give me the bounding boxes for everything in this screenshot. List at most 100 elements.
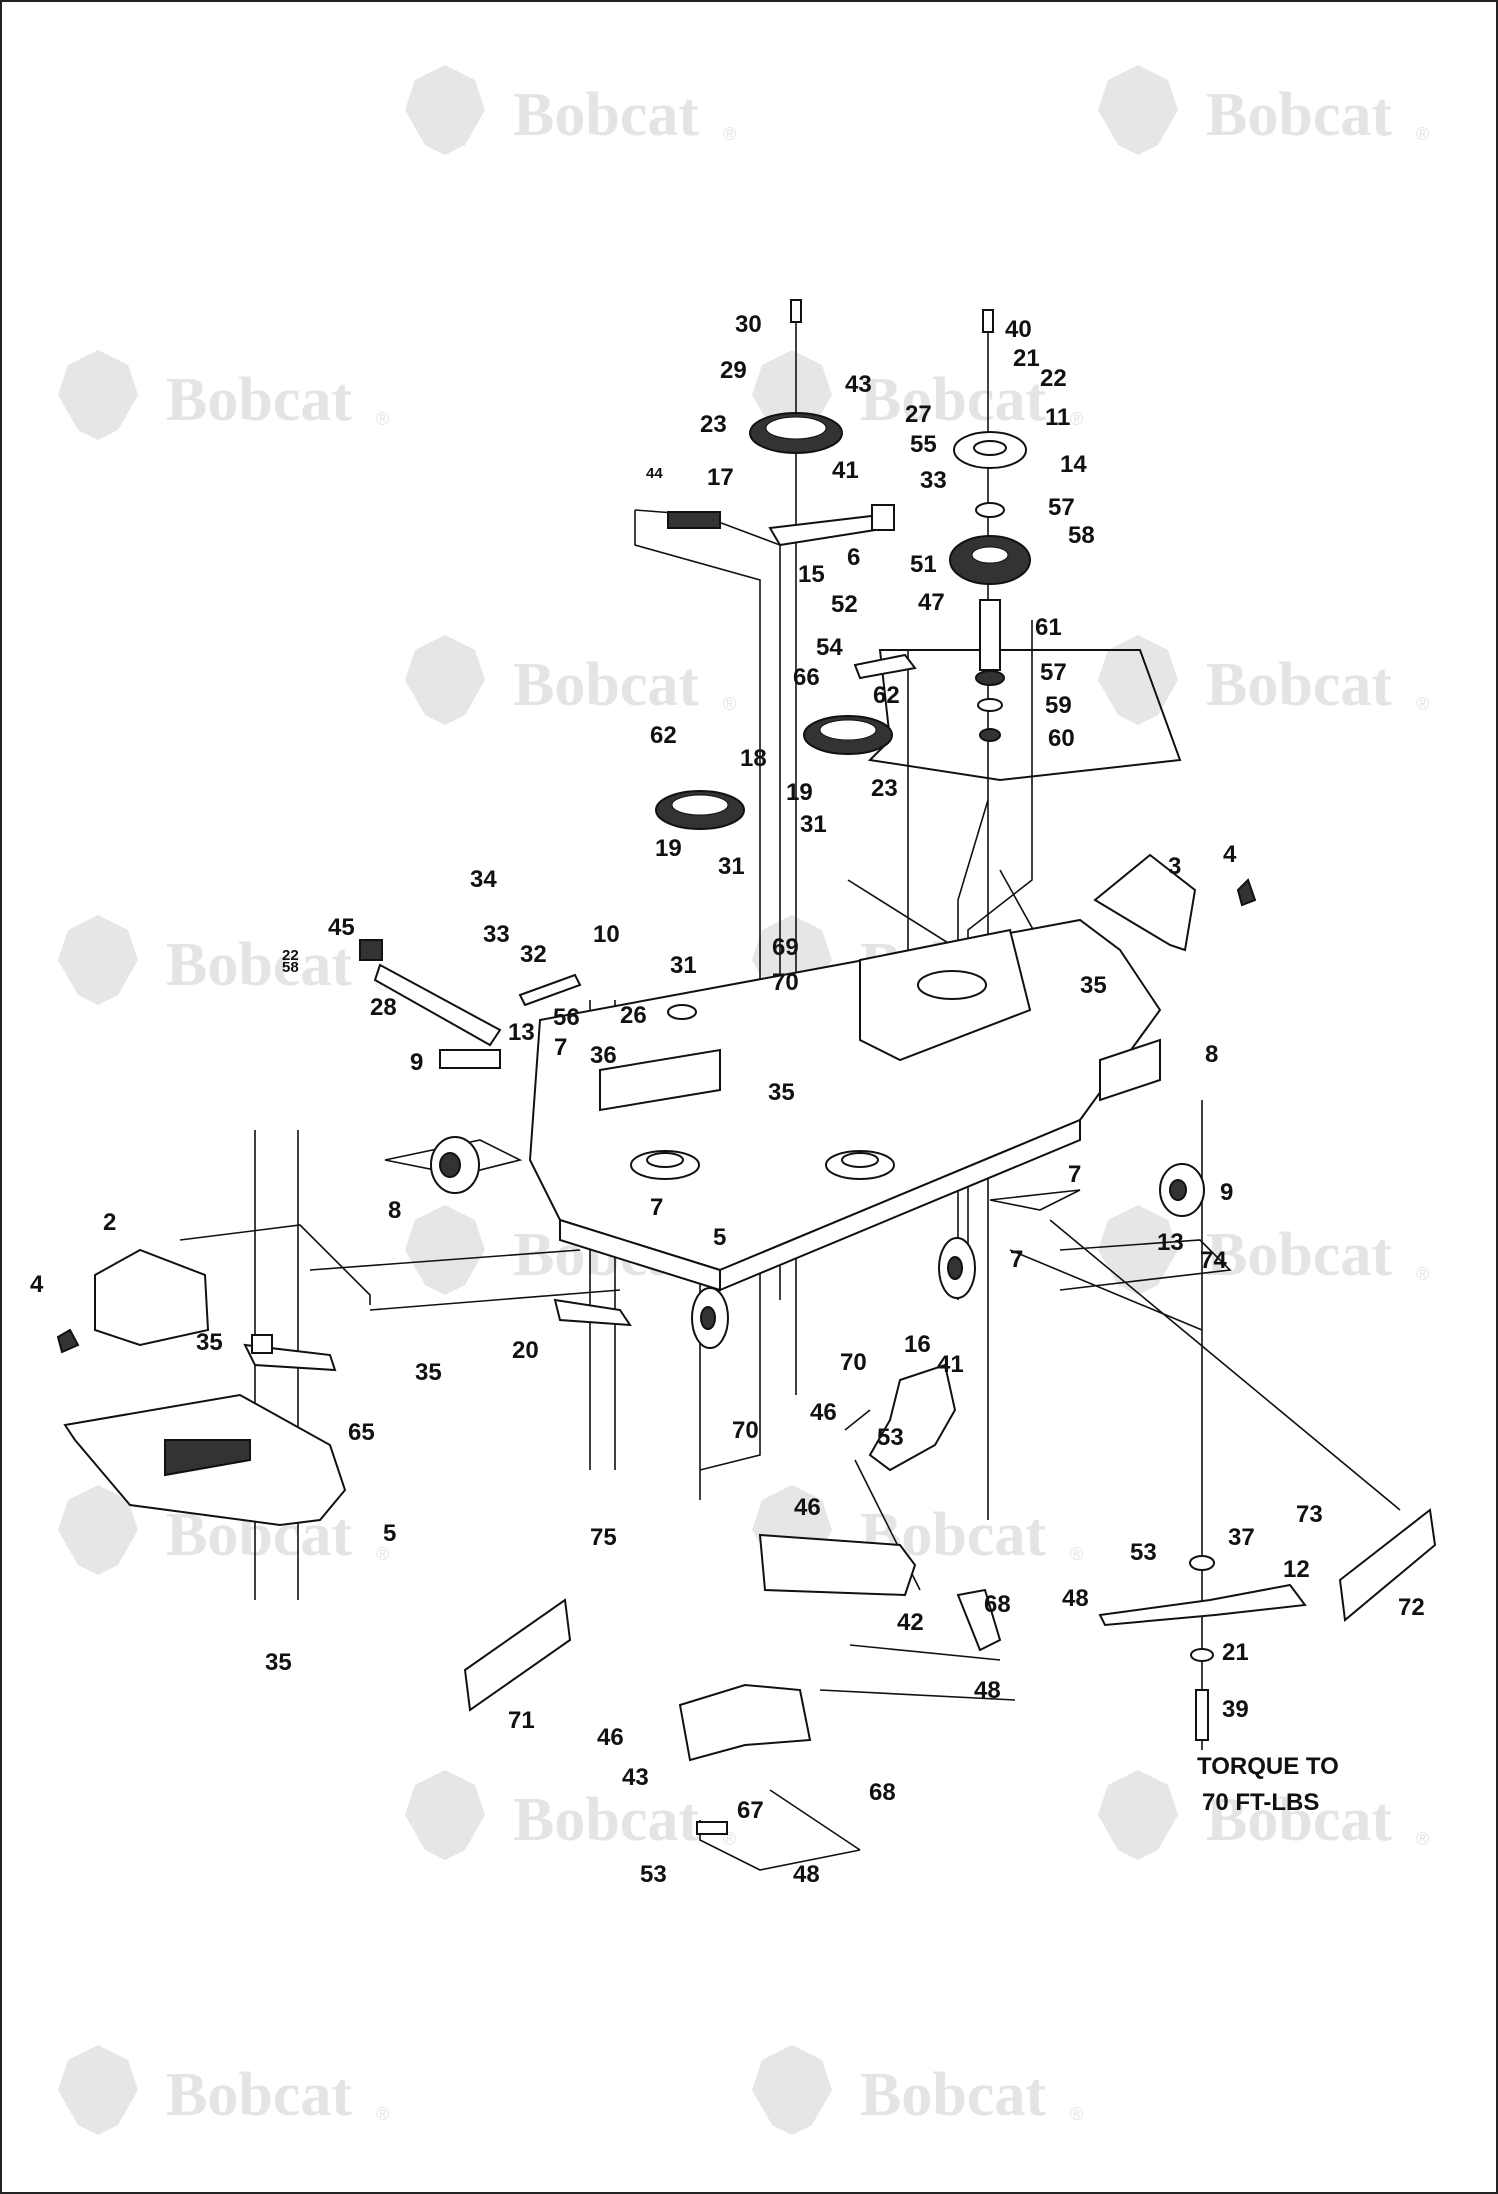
- callout-18: 18: [740, 745, 767, 772]
- callout-35: 35: [265, 1649, 292, 1676]
- callout-58: 58: [1068, 522, 1095, 549]
- callout-23: 23: [871, 775, 898, 802]
- watermark-registered-mark: ®: [1416, 124, 1429, 144]
- bobcat-logo-watermark: Bobcat ®: [405, 65, 736, 155]
- callout-48: 48: [793, 1861, 820, 1888]
- watermark-brand-text: Bobcat: [166, 366, 352, 434]
- callout-14: 14: [1060, 451, 1087, 478]
- callout-11: 11: [1045, 404, 1070, 431]
- callout-5: 5: [383, 1520, 396, 1547]
- callout-43: 43: [622, 1764, 649, 1791]
- torque-note-line1: TORQUE TO: [1197, 1753, 1339, 1780]
- watermark-registered-mark: ®: [1416, 1264, 1429, 1284]
- watermark-brand-text: Bobcat: [1206, 651, 1392, 719]
- pulley-18: [655, 790, 745, 830]
- callout-56: 56: [553, 1004, 580, 1031]
- spring-44: [667, 511, 721, 529]
- idler-arm-15: [768, 504, 895, 547]
- callout-26: 26: [620, 1002, 647, 1029]
- bracket-65: [243, 1334, 337, 1372]
- callout-46: 46: [597, 1724, 624, 1751]
- belt-cover-3: [1093, 853, 1197, 952]
- callout-45: 45: [328, 914, 355, 941]
- callout-30: 30: [735, 311, 762, 338]
- callout-55: 55: [910, 431, 937, 458]
- callout-34: 34: [470, 866, 497, 893]
- bobcat-logo-watermark: Bobcat ®: [405, 635, 736, 725]
- callout-70: 70: [772, 969, 799, 996]
- watermark-registered-mark: ®: [376, 1544, 389, 1564]
- deck-mid-spindle-hub: [841, 1152, 879, 1168]
- callout-41: 41: [937, 1351, 964, 1378]
- watermark-registered-mark: ®: [1416, 1829, 1429, 1849]
- callout-labels: 30 29 43 23 27 55 17 41 33 44 15 6 51 52…: [30, 311, 1425, 1888]
- callout-8: 8: [1205, 1041, 1218, 1068]
- watermark-registered-mark: ®: [376, 409, 389, 429]
- baffle-42: [758, 1533, 917, 1597]
- callout-7: 7: [1010, 1246, 1023, 1273]
- callout-57: 57: [1048, 494, 1075, 521]
- callout-43: 43: [845, 371, 872, 398]
- callout-57: 57: [1040, 659, 1067, 686]
- callout-66: 66: [793, 664, 820, 691]
- callout-48: 48: [974, 1677, 1001, 1704]
- callout-23: 23: [700, 411, 727, 438]
- callout-62: 62: [650, 722, 677, 749]
- watermark-brand-text: Bobcat: [1206, 1786, 1392, 1854]
- callout-7: 7: [650, 1194, 663, 1221]
- callout-73: 73: [1296, 1501, 1323, 1528]
- shaft-32: [518, 973, 582, 1007]
- callout-19: 19: [786, 779, 813, 806]
- bobcat-logo-watermark: Bobcat ®: [58, 2045, 389, 2135]
- watermark-brand-text: Bobcat: [513, 1786, 699, 1854]
- callout-40: 40: [1005, 316, 1032, 343]
- callout-74: 74: [1200, 1247, 1227, 1274]
- callout-72: 72: [1398, 1594, 1425, 1621]
- callout-52: 52: [831, 591, 858, 618]
- plate-72: [1338, 1508, 1437, 1622]
- callout-67: 67: [737, 1797, 764, 1824]
- callout-13: 13: [1157, 1229, 1184, 1256]
- shaft-28: [373, 963, 502, 1069]
- left-wheel: [430, 1136, 480, 1194]
- ring-59: [977, 698, 1003, 712]
- front-left-wheel: [691, 1287, 729, 1349]
- callout-20: 20: [512, 1337, 539, 1364]
- callout-46: 46: [810, 1399, 837, 1426]
- callout-15: 15: [798, 561, 825, 588]
- callout-31: 31: [718, 853, 745, 880]
- blade-12: [1098, 1583, 1307, 1627]
- callout-27: 27: [905, 401, 932, 428]
- callout-29: 29: [720, 357, 747, 384]
- bolt-39: [1195, 1689, 1209, 1741]
- bolt-30: [790, 299, 802, 323]
- callout-31: 31: [800, 811, 827, 838]
- watermark-registered-mark: ®: [1070, 409, 1083, 429]
- callout-47: 47: [918, 589, 945, 616]
- callout-48: 48: [1062, 1585, 1089, 1612]
- callout-70: 70: [840, 1349, 867, 1376]
- callout-6: 6: [847, 544, 860, 571]
- watermark-brand-text: Bobcat: [166, 2061, 352, 2129]
- callout-31: 31: [670, 952, 697, 979]
- housing-58: [949, 535, 1031, 585]
- deck-left-spindle-hub: [646, 1152, 684, 1168]
- bobcat-logo-watermark: Bobcat ®: [1098, 1205, 1429, 1295]
- guard-5: [63, 1393, 347, 1527]
- bracket-4-left: [56, 1328, 80, 1354]
- callout-21: 21: [1013, 345, 1040, 372]
- deck-side-lip: [719, 1118, 1081, 1292]
- callout-5: 5: [713, 1224, 726, 1251]
- washer-60: [979, 728, 1001, 742]
- plate-71: [463, 1598, 572, 1712]
- callout-41: 41: [832, 457, 859, 484]
- spindle-61: [979, 599, 1001, 671]
- callout-33: 33: [920, 467, 947, 494]
- callout-42: 42: [897, 1609, 924, 1636]
- bracket-20: [553, 1298, 632, 1327]
- callout-69: 69: [772, 934, 799, 961]
- callout-70: 70: [732, 1417, 759, 1444]
- washer-37: [1189, 1555, 1215, 1571]
- callout-35: 35: [415, 1359, 442, 1386]
